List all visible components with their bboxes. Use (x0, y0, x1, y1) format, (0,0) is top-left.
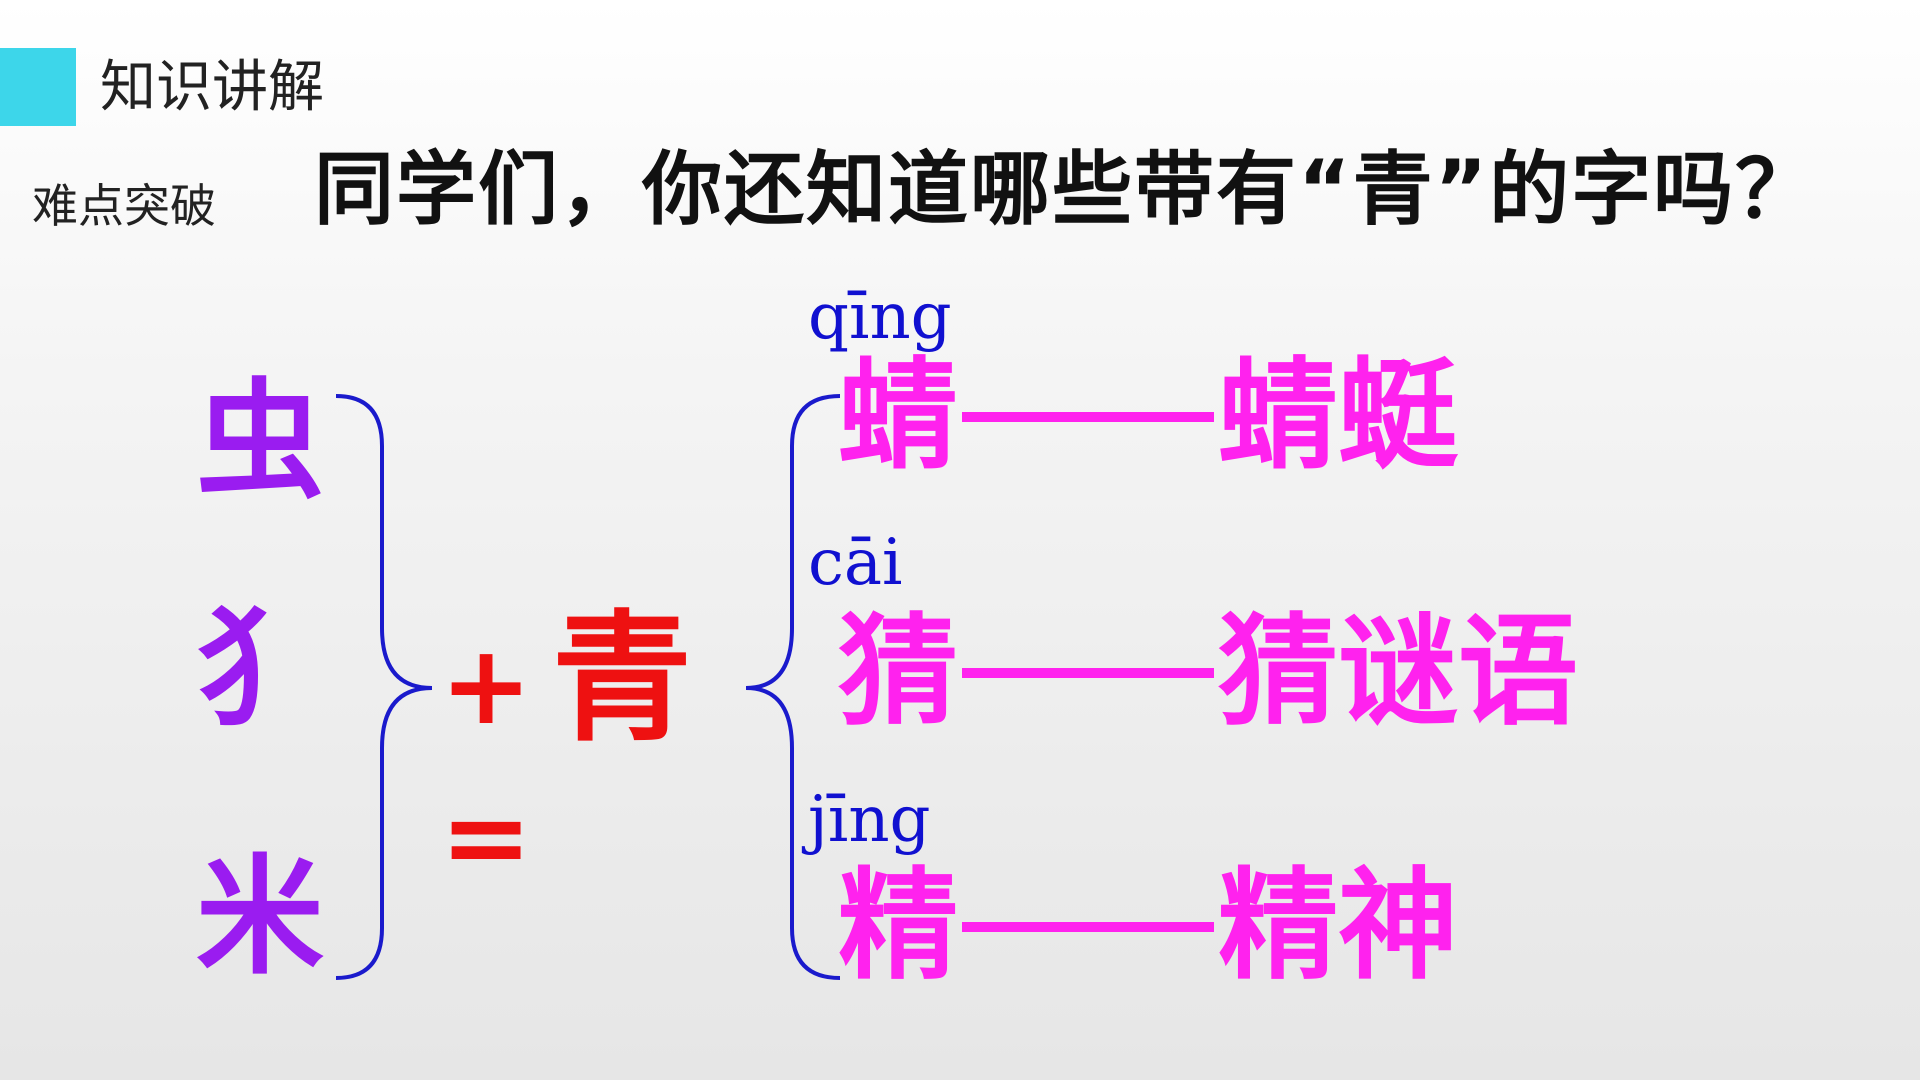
left-brace (335, 394, 433, 980)
question-heading: 同学们，你还知道哪些带有“青”的字吗？ (314, 143, 1818, 236)
result-character: 蜻 (838, 347, 958, 486)
plus-sign: + (440, 621, 533, 749)
result-word: 猜谜语 (1218, 603, 1578, 742)
dash-connector (962, 412, 1214, 422)
pinyin-qing: qīng (808, 280, 952, 354)
result-word: 精神 (1218, 857, 1458, 996)
result-word: 蜻蜓 (1218, 347, 1458, 486)
result-character: 猜 (838, 603, 958, 742)
result-character: 精 (838, 857, 958, 996)
right-brace (745, 394, 841, 980)
radical-dog: 犭 (196, 595, 325, 744)
result-row-cai: 猜 猜谜语 (838, 608, 1578, 738)
radical-insect: 虫 (196, 367, 325, 516)
section-title: 知识讲解 (100, 55, 324, 120)
radical-rice: 米 (196, 843, 325, 992)
pinyin-cai: cāi (808, 526, 903, 600)
pinyin-jing: jīng (808, 783, 931, 857)
accent-block (0, 48, 76, 126)
dash-connector (962, 922, 1214, 932)
subsection-label: 难点突破 (32, 179, 216, 233)
dash-connector (962, 668, 1214, 678)
equals-sign: = (440, 773, 533, 901)
base-character: 青 (552, 598, 693, 761)
result-row-qing: 蜻 蜻蜓 (838, 352, 1458, 482)
result-row-jing: 精 精神 (838, 862, 1458, 992)
